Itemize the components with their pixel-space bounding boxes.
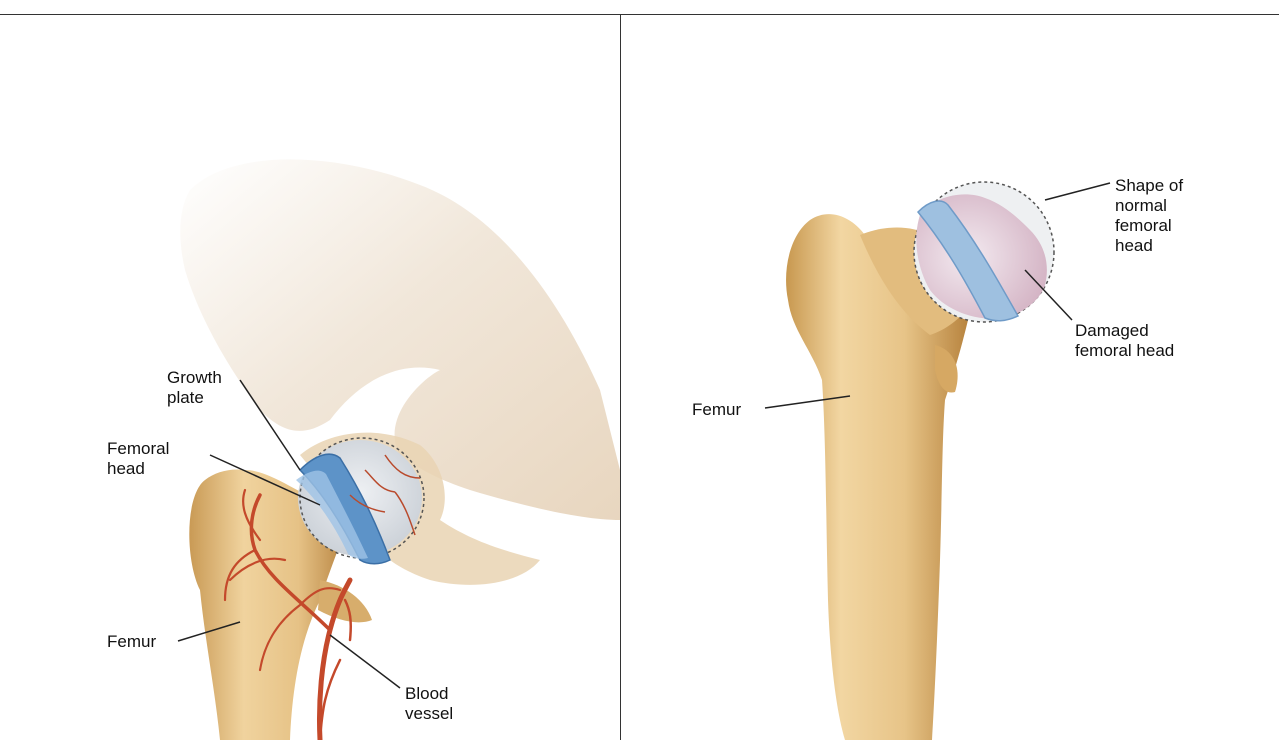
right-panel-femur: Shape of normal femoral head Damaged fem… (621, 15, 1279, 740)
label-femoral-head: Femoral head (107, 439, 169, 479)
femur-illustration (621, 15, 1279, 740)
label-growth-plate: Growth plate (167, 368, 222, 408)
label-blood-vessel: Blood vessel (405, 684, 453, 724)
label-shape-normal: Shape of normal femoral head (1115, 176, 1183, 256)
left-panel-hip-joint: Growth plate Femoral head Femur Blood ve… (0, 15, 620, 740)
leader-shape-normal (1045, 183, 1110, 200)
label-damaged-head: Damaged femoral head (1075, 321, 1174, 361)
hip-joint-illustration (0, 15, 620, 740)
label-femur-left: Femur (107, 632, 156, 652)
label-femur-right: Femur (692, 400, 741, 420)
